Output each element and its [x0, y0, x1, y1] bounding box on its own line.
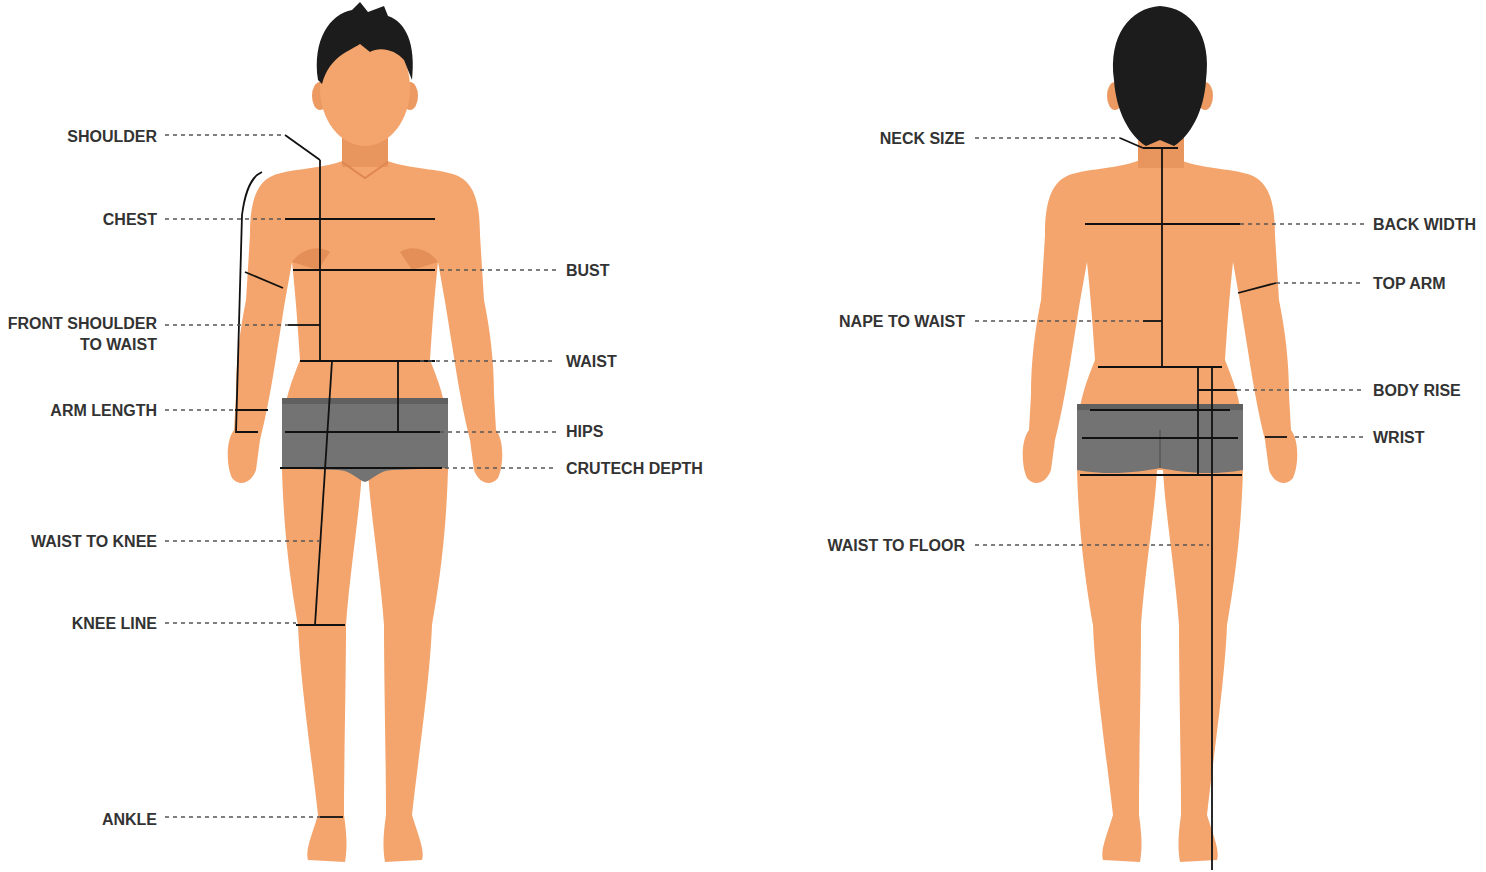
- measurement-label: BODY RISE: [1373, 380, 1461, 401]
- measurement-label: ANKLE: [102, 809, 157, 830]
- measure-line: [1090, 409, 1230, 411]
- measure-line: [1211, 367, 1213, 870]
- waistband: [282, 398, 448, 404]
- body-left: [1023, 160, 1160, 862]
- waistband: [1077, 404, 1243, 410]
- hair: [1113, 6, 1207, 146]
- back-figure: [1023, 6, 1298, 862]
- measure-line: [1161, 148, 1163, 367]
- measure-line: [1082, 437, 1238, 439]
- leader-line: [165, 218, 285, 220]
- measure-lines: [1080, 138, 1287, 870]
- measure-line: [1197, 367, 1199, 474]
- measure-line: [1143, 320, 1162, 322]
- measurement-label: BACK WIDTH: [1373, 214, 1476, 235]
- measurement-label: NECK SIZE: [880, 128, 965, 149]
- measurement-label: BUST: [566, 260, 610, 281]
- measure-line: [1080, 474, 1242, 476]
- measurement-label: WAIST TO FLOOR: [828, 535, 965, 556]
- measurement-label: CHEST: [103, 209, 157, 230]
- leader-line: [445, 467, 556, 469]
- measure-line: [1198, 389, 1237, 391]
- measurement-label: KNEE LINE: [72, 613, 157, 634]
- measurement-label: SHOULDER: [67, 126, 157, 147]
- body-left: [228, 160, 365, 862]
- leader-line: [1240, 223, 1364, 225]
- measure-line: [1238, 283, 1276, 293]
- measure-line: [300, 360, 435, 362]
- arm-bracket: [236, 172, 262, 432]
- measure-line: [285, 218, 435, 220]
- leader-line: [165, 816, 320, 818]
- leader-line: [1276, 282, 1364, 284]
- hair: [317, 2, 413, 84]
- measurement-label: HIPS: [566, 421, 603, 442]
- measure-line: [1265, 436, 1287, 438]
- leader-line: [165, 324, 288, 326]
- front-figure: [228, 2, 503, 862]
- measure-line: [319, 160, 321, 361]
- body-right: [1160, 160, 1297, 862]
- leader-line: [440, 269, 556, 271]
- leader-line: [420, 360, 556, 362]
- measure-line: [1120, 138, 1143, 148]
- body-right: [365, 160, 502, 862]
- chest-shade: [292, 248, 330, 270]
- measure-lines: [235, 135, 442, 817]
- leader-line: [975, 320, 1141, 322]
- measure-line: [315, 361, 332, 625]
- measure-line: [320, 816, 343, 818]
- measure-line: [285, 135, 320, 160]
- measurement-label: WAIST TO KNEE: [31, 531, 157, 552]
- measure-line: [280, 467, 442, 469]
- measurement-label: FRONT SHOULDER TO WAIST: [3, 313, 157, 355]
- measure-line: [1085, 223, 1240, 225]
- measure-line: [1098, 366, 1222, 368]
- measure-line: [1143, 147, 1178, 149]
- measure-line: [245, 272, 283, 288]
- collar: [342, 162, 388, 178]
- measurement-label: NAPE TO WAIST: [839, 311, 965, 332]
- measure-line: [293, 269, 435, 271]
- chest-shade: [400, 248, 438, 270]
- leader-line: [165, 622, 296, 624]
- measure-line: [397, 361, 399, 432]
- leader-line: [165, 409, 233, 411]
- shorts: [1077, 404, 1243, 473]
- leader-line: [440, 431, 556, 433]
- leader-line: [975, 137, 1120, 139]
- leader-lines: [165, 135, 1364, 817]
- leader-line: [165, 540, 320, 542]
- shorts: [282, 398, 448, 482]
- measurement-label: WAIST: [566, 351, 617, 372]
- measure-line: [288, 324, 320, 326]
- measurement-label: TOP ARM: [1373, 273, 1446, 294]
- leader-line: [1237, 389, 1364, 391]
- measurement-label: WRIST: [1373, 427, 1425, 448]
- leader-line: [165, 134, 285, 136]
- measure-line: [235, 409, 268, 411]
- leader-line: [975, 544, 1209, 546]
- seam: [1159, 430, 1161, 468]
- measurement-label: ARM LENGTH: [50, 400, 157, 421]
- measure-line: [285, 431, 440, 433]
- measurement-label: CRUTECH DEPTH: [566, 458, 703, 479]
- leader-line: [1295, 436, 1364, 438]
- measure-line: [296, 624, 345, 626]
